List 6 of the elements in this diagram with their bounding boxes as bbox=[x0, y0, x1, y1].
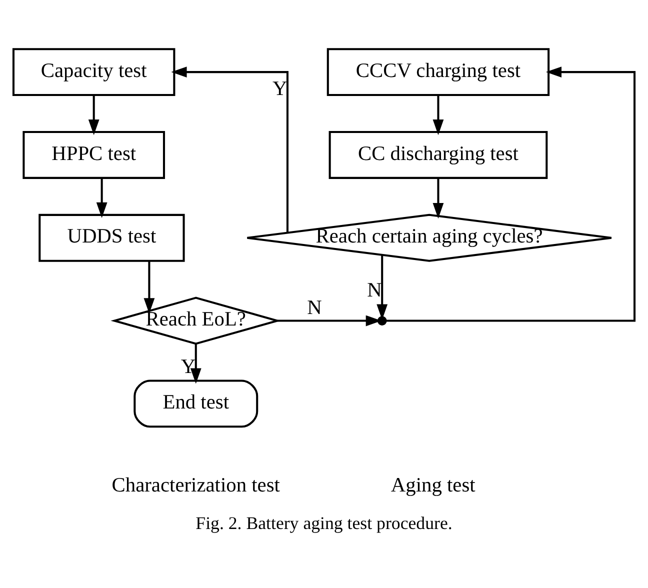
caption: Fig. 2. Battery aging test procedure. bbox=[196, 512, 452, 533]
label: Aging test bbox=[390, 474, 476, 496]
edge-label: Y bbox=[272, 78, 288, 100]
label: Characterization test bbox=[112, 474, 280, 496]
edge-label: N bbox=[307, 297, 322, 320]
edge-label: Y bbox=[180, 356, 196, 378]
